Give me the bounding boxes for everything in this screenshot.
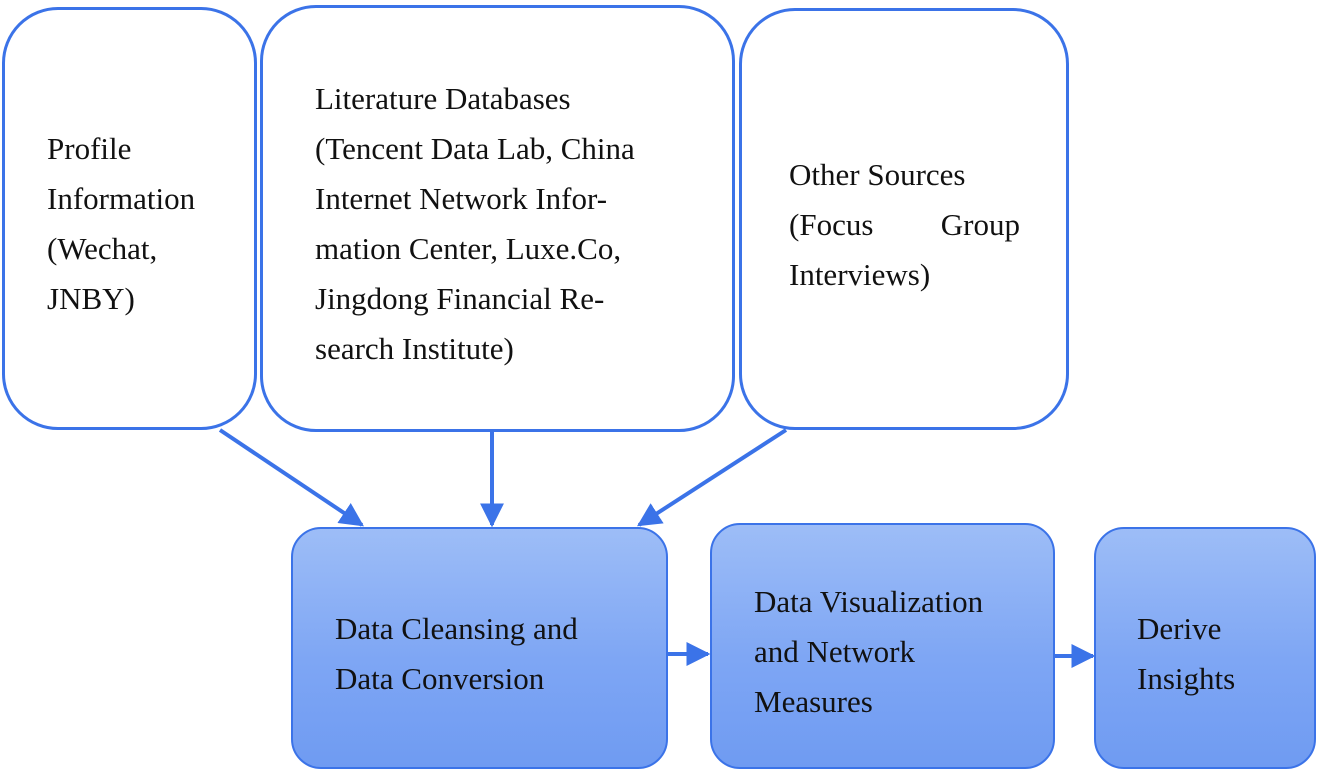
process-box-cleansing [291, 527, 668, 769]
text-line: Interviews) [789, 257, 931, 292]
text-line: mation Center, Luxe.Co, [315, 231, 622, 266]
source-box-profile [2, 7, 257, 430]
text-word: (Focus [789, 207, 874, 242]
text-line: Insights [1137, 661, 1236, 696]
text-word: Group [940, 207, 1020, 242]
text-line: search Institute) [315, 331, 514, 366]
process-cleansing-text: Data Cleansing and Data Conversion [335, 604, 578, 704]
text-line: Other Sources [789, 157, 966, 192]
text-line: Jingdong Financial Re- [315, 281, 605, 316]
source-profile-text: Profile Information (Wechat, JNBY) [47, 124, 195, 324]
source-literature-text: Literature Databases (Tencent Data Lab, … [315, 74, 635, 374]
text-line: Information [47, 181, 196, 216]
text-line: Profile [47, 131, 132, 166]
text-line: and Network [754, 634, 915, 669]
text-line: JNBY) [47, 281, 135, 316]
process-visualization-text: Data Visualization and Network Measures [754, 577, 983, 727]
text-line: Internet Network Infor- [315, 181, 608, 216]
text-line: Measures [754, 684, 873, 719]
process-box-visualization [710, 523, 1055, 769]
text-line: Derive [1137, 611, 1222, 646]
text-line: (Tencent Data Lab, China [315, 131, 635, 166]
source-box-literature [260, 5, 735, 432]
text-line: Data Cleansing and [335, 611, 578, 646]
arrow-profile-to-cleansing [218, 428, 364, 527]
text-line-justified: (Focus Group [789, 200, 1020, 250]
text-line: Literature Databases [315, 81, 571, 116]
process-box-insights [1094, 527, 1316, 769]
text-line: Data Visualization [754, 584, 984, 619]
arrow-other-to-cleansing [636, 428, 788, 527]
source-box-other [739, 8, 1069, 430]
text-line: (Wechat, [47, 231, 158, 266]
text-line: Data Conversion [335, 661, 545, 696]
source-other-text: Other Sources (Focus Group Interviews) [789, 150, 1020, 300]
process-insights-text: Derive Insights [1137, 604, 1235, 704]
